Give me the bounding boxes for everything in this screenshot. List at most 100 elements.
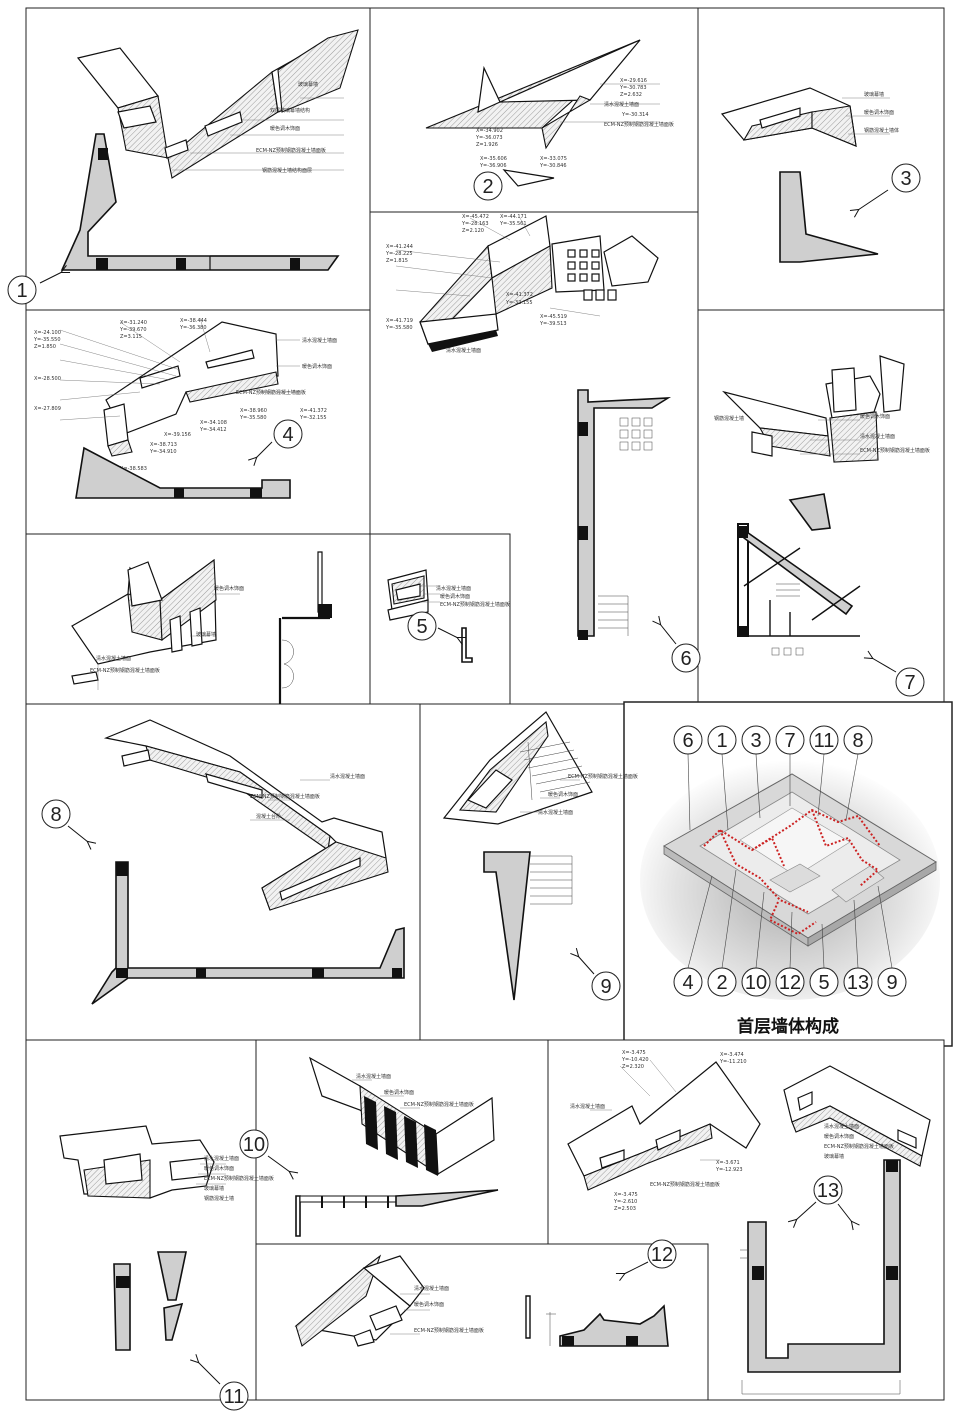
- panel-8-wall-detail: 清水混凝土墙面 暖色调木饰面 ECM-NZ预制钢筋混凝土墙面板: [387, 569, 510, 663]
- p5-window-grid: [567, 249, 617, 301]
- callout-10: 10: [239, 1129, 269, 1159]
- p2-coord-4: X=-34.902: [476, 128, 503, 134]
- p4-coord-18: X=-39.156: [164, 432, 191, 438]
- p15-note-2: 暖色调木饰面: [414, 1301, 444, 1308]
- p14-coord-8: X=-3.475: [614, 1192, 638, 1198]
- svg-text:5: 5: [818, 972, 829, 994]
- callout-12: 12: [647, 1239, 677, 1269]
- p12-note-2: 暖色调木饰面: [204, 1165, 234, 1172]
- p14-note-2: ECM-NZ预制钢筋混凝土墙面板: [650, 1181, 720, 1188]
- p4-coord-15: X=-38.713: [150, 442, 177, 448]
- p5-coord-4: X=-45.472: [462, 214, 489, 220]
- p12-note-1: 清水混凝土墙面: [204, 1155, 239, 1162]
- p14-note-3: 清水混凝土墙面: [824, 1123, 859, 1130]
- key-label-bottom-1: 4: [673, 967, 703, 997]
- key-label-bottom-2: 2: [707, 967, 737, 997]
- p7-note-2: 清水混凝土墙面: [96, 655, 131, 662]
- p5-coord-8: Y=-35.561: [499, 221, 527, 227]
- svg-text:10: 10: [745, 972, 767, 994]
- p3-note-2: 暖色调木饰面: [864, 109, 894, 116]
- p10-note-1: 清水混凝土墙面: [538, 809, 573, 816]
- p9-note-3: 混凝土台阶: [256, 813, 281, 820]
- p1-note-1: 玻璃幕墙: [298, 81, 318, 88]
- panel-13-wall-detail: 清水混凝土墙面 暖色调木饰面 ECM-NZ预制钢筋混凝土墙面板: [295, 1056, 499, 1237]
- callout-5: 5: [407, 611, 437, 641]
- p4-coord-7: X=-38.444: [180, 318, 207, 324]
- svg-text:12: 12: [779, 972, 801, 994]
- panel-2-wall-detail: X=-29.616 Y=-30.783 Z=2.632 X=-34.902 Y=…: [425, 39, 674, 187]
- p5-coord-10: Y=-39.513: [539, 321, 567, 327]
- p4-coord-2: Y=-35.550: [33, 337, 61, 343]
- svg-text:2: 2: [716, 972, 727, 994]
- p5-note-1: X=-41.372: [506, 292, 533, 298]
- p5-coord-3: Z=1.815: [386, 258, 408, 264]
- p14-note-1: 清水混凝土墙面: [570, 1103, 605, 1110]
- key-label-top-4: 7: [775, 725, 805, 755]
- p14-note-5: ECM-NZ预制钢筋混凝土墙面板: [824, 1143, 894, 1150]
- p4-coord-16: Y=-34.910: [149, 449, 177, 455]
- p2-note-1: 清水混凝土墙面: [604, 101, 639, 108]
- p14-note-6: 玻璃幕墙: [824, 1153, 844, 1160]
- key-label-bottom-7: 9: [877, 967, 907, 997]
- p1-note-4: ECM-NZ预制钢筋混凝土墙面板: [256, 147, 326, 154]
- callout-1: 1: [7, 275, 37, 305]
- p8-note-1: 清水混凝土墙面: [436, 585, 471, 592]
- p4-coord-11: X=-34.108: [200, 420, 227, 426]
- callout-13: 13: [813, 1175, 843, 1205]
- p6-note-3: ECM-NZ预制钢筋混凝土墙面板: [860, 447, 930, 454]
- p14-coord-10: Z=2.503: [614, 1206, 636, 1212]
- svg-text:8: 8: [50, 804, 61, 826]
- p14-coord-3: Z=2.320: [622, 1064, 644, 1070]
- p12-note-4: 玻璃幕墙: [204, 1185, 224, 1192]
- svg-text:1: 1: [716, 730, 727, 752]
- p14-coord-5: Y=-12.923: [715, 1167, 743, 1173]
- p7-note-1: 暖色调木饰面: [214, 585, 244, 592]
- callout-6: 6: [671, 643, 701, 673]
- p12-note-3: ECM-NZ预制钢筋混凝土墙面板: [204, 1175, 274, 1182]
- p14-coord-2: Y=-10.420: [621, 1057, 649, 1063]
- p4-coord-4: X=-31.240: [120, 320, 147, 326]
- panel-14-wall-detail: X=-3.475 Y=-10.420 Z=2.320 X=-3.671 Y=-1…: [567, 1050, 931, 1395]
- key-label-top-1: 6: [673, 725, 703, 755]
- p5-coord-1: X=-41.244: [386, 244, 413, 250]
- p2-coord-8: Y=-36.906: [479, 163, 507, 169]
- svg-text:13: 13: [847, 972, 869, 994]
- panel-9-wall-detail: 清水混凝土墙面 ECM-NZ预制钢筋混凝土墙面板 混凝土台阶: [91, 719, 405, 1005]
- panel-6-wall-detail: 暖色调木饰面 清水混凝土墙面 ECM-NZ预制钢筋混凝土墙面板 钢筋混凝土墙: [714, 355, 930, 656]
- key-label-top-2: 1: [707, 725, 737, 755]
- svg-text:3: 3: [750, 730, 761, 752]
- key-label-bottom-5: 5: [809, 967, 839, 997]
- p4-coord-12: Y=-34.412: [199, 427, 227, 433]
- p6-note-1: 暖色调木饰面: [860, 413, 890, 420]
- key-label-bottom-4: 12: [775, 967, 805, 997]
- panel-12-wall-detail: 清水混凝土墙面 暖色调木饰面 ECM-NZ预制钢筋混凝土墙面板 玻璃幕墙 钢筋混…: [59, 1125, 274, 1351]
- callout-11: 11: [219, 1381, 249, 1411]
- p2-coord-10: Y=-30.846: [539, 163, 567, 169]
- p5-note-2: Y=-32.155: [505, 300, 533, 306]
- svg-text:12: 12: [651, 1244, 673, 1266]
- p12-note-5: 钢筋混凝土墙: [204, 1195, 234, 1202]
- svg-text:4: 4: [682, 972, 693, 994]
- svg-text:10: 10: [243, 1134, 265, 1156]
- svg-text:7: 7: [904, 672, 915, 694]
- svg-text:6: 6: [682, 730, 693, 752]
- p4-note-2: 暖色调木饰面: [302, 363, 332, 370]
- p14-coord-4: X=-3.671: [716, 1160, 740, 1166]
- p1-note-3: 暖色调木饰面: [270, 125, 300, 132]
- p2-coord-5: Y=-36.073: [475, 135, 503, 141]
- p4-coord-14: Y=-35.580: [239, 415, 267, 421]
- p5-coord-2: Y=-28.225: [385, 251, 413, 257]
- p5-note-3: 清水混凝土墙面: [446, 347, 481, 354]
- p2-coord-6: Z=1.926: [476, 142, 498, 148]
- p10-note-3: ECM-NZ预制钢筋混凝土墙面板: [568, 773, 638, 780]
- key-plan-wall-path: [703, 808, 881, 936]
- key-label-bottom-6: 13: [843, 967, 873, 997]
- svg-text:9: 9: [600, 976, 611, 998]
- svg-text:4: 4: [282, 424, 293, 446]
- drawing-title: 首层墙体构成: [737, 1016, 839, 1037]
- p14-coord-7: Y=-11.210: [719, 1059, 747, 1065]
- p2-coord-2: Y=-30.783: [619, 85, 647, 91]
- panel-1-wall-detail: 玻璃幕墙 双层玻璃幕墙结构 暖色调木饰面 ECM-NZ预制钢筋混凝土墙面板 钢筋…: [60, 29, 359, 271]
- svg-text:3: 3: [900, 168, 911, 190]
- detail-callouts: 1 2 3 4 5 6 7 8 9 10 11 12 13: [7, 163, 925, 1411]
